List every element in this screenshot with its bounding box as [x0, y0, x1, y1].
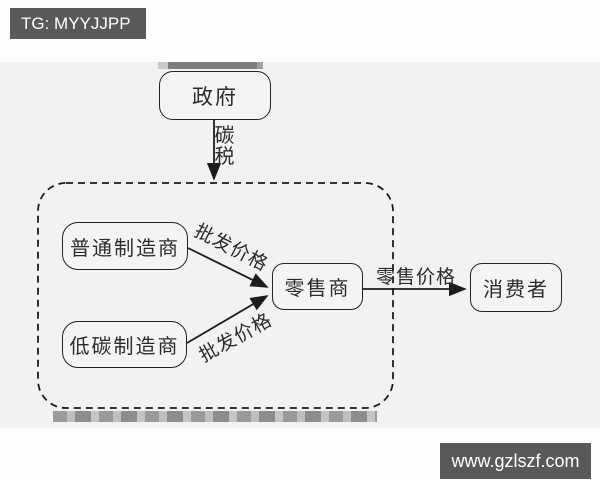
edge-label-carbon-tax: 碳税	[214, 123, 236, 168]
diagram-canvas: 政府 普通制造商 低碳制造商 零售商 消费者 碳税 批发价格 批发价格 零售价格	[0, 62, 600, 428]
watermark-badge-top-left: TG: MYYJJPP	[10, 8, 146, 39]
node-ordinary-manufacturer: 普通制造商	[62, 222, 188, 270]
node-consumer: 消费者	[470, 263, 562, 312]
node-low-carbon-manufacturer: 低碳制造商	[62, 321, 187, 368]
node-retailer: 零售商	[272, 263, 363, 310]
watermark-badge-bottom-right: www.gzlszf.com	[440, 443, 591, 479]
censored-watermark-strip-top	[158, 62, 263, 69]
censored-watermark-strip-bottom	[53, 411, 377, 422]
edge-label-retail-price: 零售价格	[376, 266, 457, 288]
wholesale-arrow-top	[187, 247, 269, 288]
wholesale-arrow-bottom	[186, 295, 269, 344]
node-government: 政府	[159, 71, 271, 120]
supply-chain-dashed-boundary	[37, 182, 394, 409]
diagram-connectors	[37, 120, 467, 409]
